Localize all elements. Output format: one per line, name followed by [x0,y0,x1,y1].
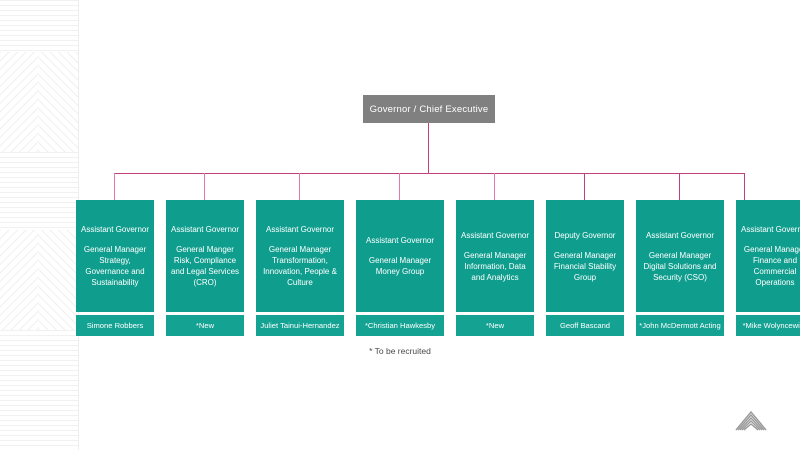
person-name[interactable]: Geoff Bascand [546,315,624,336]
org-column-2[interactable]: Assistant Governor General Manger Risk, … [166,200,244,336]
role-title: Assistant Governor [365,236,435,245]
role-title: Assistant Governor [80,225,150,234]
connector-drop-8 [744,173,745,200]
role-box[interactable]: Assistant Governor General Manager Money… [356,200,444,312]
role-subtitle: General Manager Digital Solutions and Se… [643,250,717,282]
role-title: Deputy Governor [554,230,616,240]
band-chevron-mirror [39,230,78,330]
role-box[interactable]: Assistant Governor General Manager Strat… [76,200,154,312]
connector-trunk [428,123,429,173]
person-name[interactable]: Simone Robbers [76,315,154,336]
node-governor-chief-executive[interactable]: Governor / Chief Executive [363,95,495,123]
band-chevron-segment [0,230,78,330]
role-box[interactable]: Assistant Governor General Manager Infor… [456,200,534,312]
org-column-3[interactable]: Assistant Governor General Manager Trans… [256,200,344,336]
connector-drop-2 [204,173,205,200]
org-column-4[interactable]: Assistant Governor General Manager Money… [356,200,444,336]
role-title: Assistant Governor [740,225,800,234]
role-subtitle: General Manger Risk, Compliance and Lega… [170,245,240,287]
role-box[interactable]: Assistant Governor General Manager Trans… [256,200,344,312]
org-column-7[interactable]: Assistant Governor General Manager Digit… [636,200,724,336]
person-name[interactable]: *New [166,315,244,336]
role-title: Assistant Governor [265,225,335,234]
connector-drop-1 [114,173,115,200]
role-box[interactable]: Assistant Governor General Manger Risk, … [166,200,244,312]
org-columns: Assistant Governor General Manager Strat… [76,200,800,336]
person-name[interactable]: *John McDermott Acting [636,315,724,336]
band-lines-segment [0,152,78,230]
org-column-6[interactable]: Deputy Governor General Manager Financia… [546,200,624,336]
role-subtitle: General Manager Financial Stability Grou… [553,250,617,282]
person-name[interactable]: *Christian Hawkesby [356,315,444,336]
role-box[interactable]: Deputy Governor General Manager Financia… [546,200,624,312]
band-lines-segment [0,330,78,450]
connector-drop-7 [679,173,680,200]
org-column-1[interactable]: Assistant Governor General Manager Strat… [76,200,154,336]
person-name[interactable]: *Mike Wolyncewicz [736,315,800,336]
org-column-8[interactable]: Assistant Governor General Manager Finan… [736,200,800,336]
role-subtitle: General Manager Transformation, Innovati… [263,245,337,287]
role-title: Assistant Governor [170,225,240,234]
role-subtitle: General Manager Finance and Commercial O… [743,245,800,287]
role-box[interactable]: Assistant Governor General Manager Digit… [636,200,724,312]
band-lines-segment [0,0,78,52]
role-box[interactable]: Assistant Governor General Manager Finan… [736,200,800,312]
role-title: Assistant Governor [645,230,715,240]
role-subtitle: General Manager Strategy, Governance and… [83,245,147,287]
band-chevron-mirror [39,52,78,152]
role-subtitle: General Manager Information, Data and An… [463,250,527,282]
footnote: * To be recruited [369,346,431,356]
org-column-5[interactable]: Assistant Governor General Manager Infor… [456,200,534,336]
role-title: Assistant Governor [460,230,530,240]
connector-drop-4 [399,173,400,200]
node-label: Governor / Chief Executive [369,103,489,115]
connector-drop-5 [494,173,495,200]
band-chevron-segment [0,52,78,152]
chevron-logo-icon [732,404,770,432]
person-name[interactable]: Juliet Tainui-Hernandez [256,315,344,336]
role-subtitle: General Manager Money Group [368,256,432,276]
connector-drop-6 [584,173,585,200]
decorative-chevron-band [0,0,78,450]
connector-bus [114,173,744,174]
connector-drop-3 [299,173,300,200]
person-name[interactable]: *New [456,315,534,336]
